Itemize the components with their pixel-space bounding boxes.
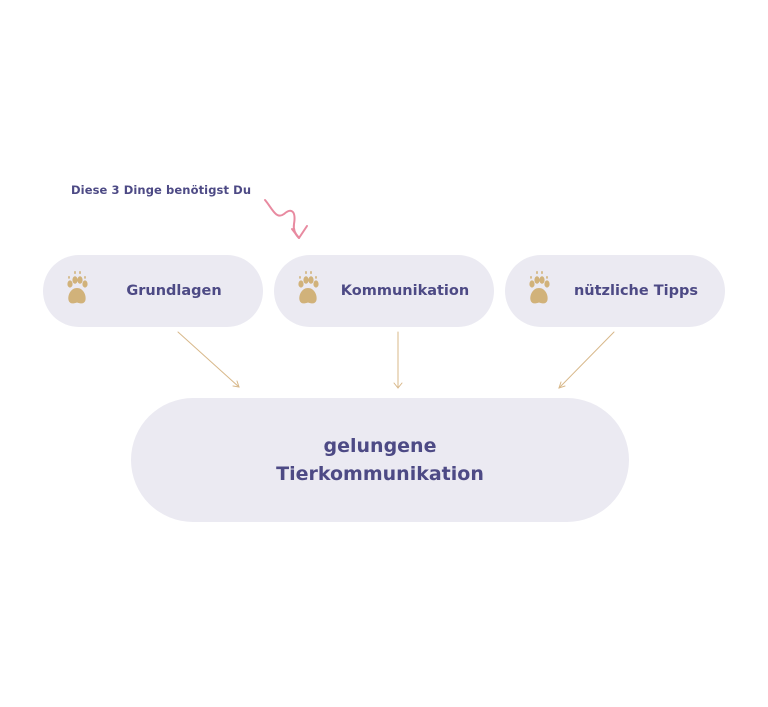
connector-arrow-middle xyxy=(393,331,403,389)
goal-pill: gelungene Tierkommunikation xyxy=(131,398,629,522)
pill-grundlagen: Grundlagen xyxy=(43,255,263,327)
squiggle-arrow xyxy=(264,199,300,239)
goal-title-line1: gelungene xyxy=(323,435,437,457)
pill-label: Kommunikation xyxy=(340,283,470,299)
connector-arrow-right xyxy=(558,331,615,389)
squiggle-arrow-head xyxy=(291,225,308,239)
paw-icon xyxy=(67,271,88,304)
paw-icon xyxy=(298,271,319,304)
intro-text: Diese 3 Dinge benötigst Du xyxy=(71,183,252,197)
pill-label: Grundlagen xyxy=(126,283,222,299)
paw-icon xyxy=(529,271,550,304)
connector-arrow-left xyxy=(177,331,240,388)
pill-nuetzliche-tipps: nützliche Tipps xyxy=(505,255,725,327)
pill-label: nützliche Tipps xyxy=(573,283,698,299)
pill-kommunikation: Kommunikation xyxy=(274,255,494,327)
goal-title-line2: Tierkommunikation xyxy=(276,463,484,485)
